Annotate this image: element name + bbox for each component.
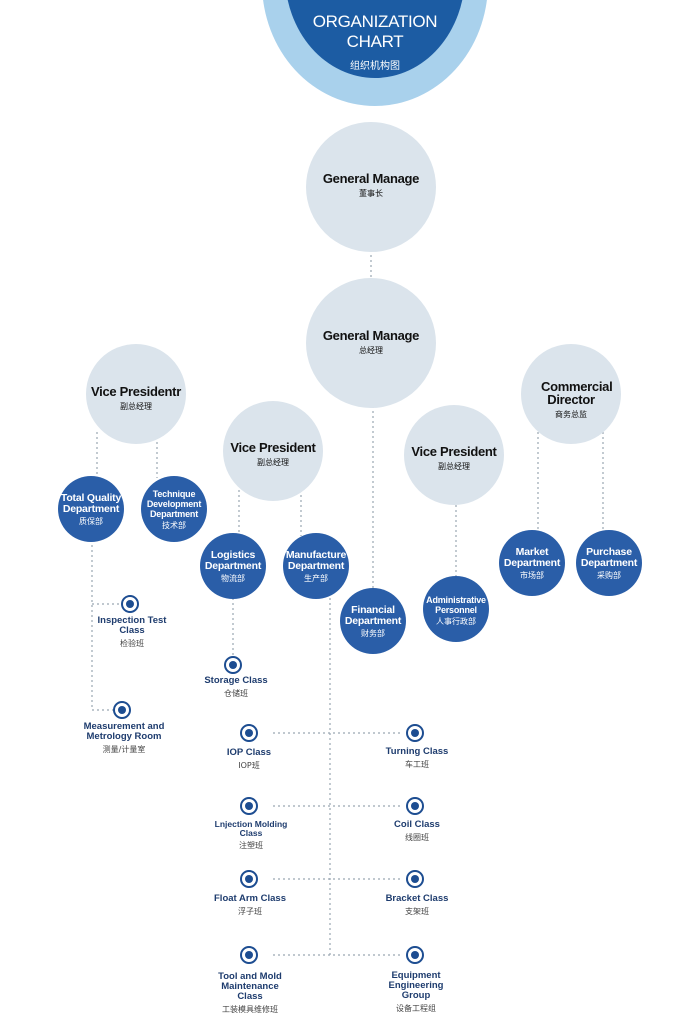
chairman-cn: 董事长 — [359, 189, 383, 198]
class-turning-title: Turning Class — [385, 746, 449, 757]
vp-right-title: Vice President — [411, 444, 497, 459]
class-tool-mold: Tool and Mold Maintenance Class 工装模具维修班 — [211, 972, 289, 1015]
header: ORGANIZATION CHART 组织机构图 — [285, 12, 465, 72]
class-coil: Coil Class 线圈班 — [377, 820, 457, 843]
dept-purchase: Purchase Department 采购部 — [576, 530, 642, 596]
vp-left-title: Vice Presidentr — [91, 384, 181, 399]
class-tool-mold-title: Tool and Mold Maintenance Class — [218, 971, 282, 1002]
class-iop-title: IOP Class — [226, 747, 272, 758]
class-bracket: Bracket Class 支架班 — [375, 894, 459, 917]
dept-manufacture-cn: 生产部 — [304, 574, 328, 583]
class-bracket-cn: 支架班 — [405, 907, 429, 916]
injection-node-icon — [240, 797, 258, 815]
general-manager-node: General Manage 总经理 — [306, 278, 436, 408]
dept-administrative-cn: 人事行政部 — [436, 617, 476, 626]
class-turning-cn: 车工班 — [405, 760, 429, 769]
measurement-node-icon — [113, 701, 131, 719]
bracket-node-icon — [406, 870, 424, 888]
dept-logistics-cn: 物流部 — [221, 574, 245, 583]
coil-node-icon — [406, 797, 424, 815]
class-equipment-title: Equipment Engineering Group — [388, 970, 444, 1001]
dept-market-title: Market Department — [503, 546, 561, 569]
dept-manufacture-title: Manufacture Department — [285, 549, 347, 572]
dept-technique-title: Technique Development Department — [146, 489, 202, 519]
vp-right-cn: 副总经理 — [438, 462, 470, 471]
class-storage-cn: 仓储班 — [224, 689, 248, 698]
vp-mid-title: Vice President — [230, 440, 316, 455]
chairman-title: General Manage — [322, 171, 420, 186]
turning-node-icon — [406, 724, 424, 742]
general-manager-title: General Manage — [322, 328, 420, 343]
commercial-director-title: Commercial Director — [541, 379, 613, 407]
class-inspection-title: Inspection Test Class — [97, 615, 167, 636]
chairman-node: General Manage 董事长 — [306, 122, 436, 252]
dept-administrative-title: Administrative Personnel — [426, 595, 486, 615]
class-float-arm: Float Arm Class 浮子班 — [204, 894, 296, 917]
chart-title: ORGANIZATION CHART — [312, 12, 438, 51]
chart-subtitle: 组织机构图 — [350, 61, 400, 72]
class-injection: Lnjection Molding Class 注塑班 — [206, 820, 296, 851]
float-arm-node-icon — [240, 870, 258, 888]
dept-market-cn: 市场部 — [520, 571, 544, 580]
class-inspection: Inspection Test Class 检验班 — [92, 616, 172, 649]
dept-logistics-title: Logistics Department — [204, 549, 262, 572]
dept-financial-cn: 财务部 — [361, 629, 385, 638]
class-turning: Turning Class 车工班 — [375, 747, 459, 770]
dept-manufacture: Manufacture Department 生产部 — [283, 533, 349, 599]
tool-mold-node-icon — [240, 946, 258, 964]
dept-technique-cn: 技术部 — [162, 521, 186, 530]
class-bracket-title: Bracket Class — [385, 893, 449, 904]
vp-right-node: Vice President 副总经理 — [404, 405, 504, 505]
dept-financial: Financial Department 财务部 — [340, 588, 406, 654]
class-injection-title: Lnjection Molding Class — [214, 819, 288, 838]
class-storage-title: Storage Class — [204, 675, 268, 686]
commercial-director-cn: 商务总监 — [555, 410, 587, 419]
storage-node-icon — [224, 656, 242, 674]
class-equipment: Equipment Engineering Group 设备工程组 — [381, 971, 451, 1014]
class-coil-cn: 线圈班 — [405, 833, 429, 842]
vp-mid-cn: 副总经理 — [257, 458, 289, 467]
class-storage: Storage Class 仓储班 — [186, 676, 286, 699]
class-injection-cn: 注塑班 — [239, 841, 263, 850]
vp-left-node: Vice Presidentr 副总经理 — [86, 344, 186, 444]
dept-quality-cn: 质保部 — [79, 517, 103, 526]
class-iop-cn: IOP班 — [238, 761, 260, 770]
dept-purchase-cn: 采购部 — [597, 571, 621, 580]
class-float-arm-cn: 浮子班 — [238, 907, 262, 916]
class-iop: IOP Class IOP班 — [209, 748, 289, 771]
vp-left-cn: 副总经理 — [120, 402, 152, 411]
commercial-director-node: Commercial Director 商务总监 — [521, 344, 621, 444]
class-measurement-title: Measurement and Metrology Room — [83, 721, 165, 742]
dept-purchase-title: Purchase Department — [580, 546, 638, 569]
dept-market: Market Department 市场部 — [499, 530, 565, 596]
dept-logistics: Logistics Department 物流部 — [200, 533, 266, 599]
class-equipment-cn: 设备工程组 — [396, 1004, 436, 1013]
class-measurement-cn: 测量/计量室 — [102, 745, 146, 754]
dept-administrative: Administrative Personnel 人事行政部 — [423, 576, 489, 642]
dept-quality-title: Total Quality Department — [60, 492, 122, 515]
iop-node-icon — [240, 724, 258, 742]
class-inspection-cn: 检验班 — [120, 639, 144, 648]
dept-quality: Total Quality Department 质保部 — [58, 476, 124, 542]
class-tool-mold-cn: 工装模具维修班 — [222, 1005, 278, 1014]
general-manager-cn: 总经理 — [359, 346, 383, 355]
equipment-node-icon — [406, 946, 424, 964]
class-coil-title: Coil Class — [394, 819, 440, 830]
dept-financial-title: Financial Department — [344, 604, 402, 627]
inspection-node-icon — [121, 595, 139, 613]
dept-technique: Technique Development Department 技术部 — [141, 476, 207, 542]
vp-mid-node: Vice President 副总经理 — [223, 401, 323, 501]
class-measurement: Measurement and Metrology Room 测量/计量室 — [72, 722, 176, 755]
class-float-arm-title: Float Arm Class — [214, 893, 286, 904]
